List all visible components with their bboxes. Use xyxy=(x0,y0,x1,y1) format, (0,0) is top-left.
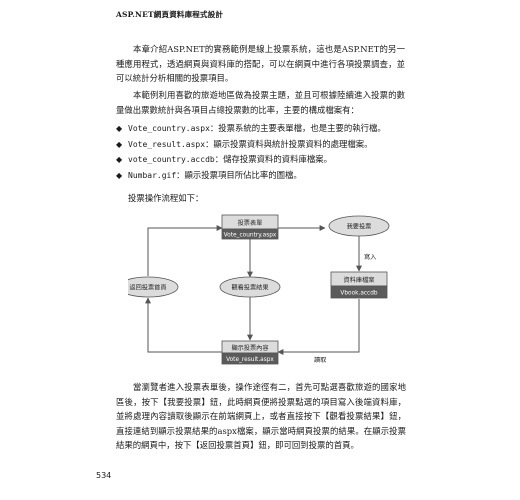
file-name: Vote_result.aspx xyxy=(128,139,206,149)
back-home-label: 返回投票首頁 xyxy=(129,284,166,292)
file-description: ：顯示投票項目所佔比率的圖檔。 xyxy=(176,169,302,180)
database-title: 資料庫檔案 xyxy=(344,276,376,284)
view-result-node: 觀看投票結果 xyxy=(219,276,281,298)
arrow-back-to-form xyxy=(147,225,223,276)
vote-form-file: Vote_country.aspx xyxy=(224,233,277,239)
intro-paragraph: 本章介紹ASP.NET的實務範例是線上投票系統，這也是ASP.NET的另一種應用… xyxy=(116,44,405,83)
files-paragraph: 本範例利用喜歡的旅遊地區做為投票主題，並且可根據陸續進入投票的數量做出票數統計與… xyxy=(116,90,405,115)
page-number: 534 xyxy=(96,471,112,480)
write-label: 寫入 xyxy=(364,253,376,261)
arrow-show-to-back xyxy=(145,297,222,353)
read-label: 讀取 xyxy=(314,356,326,364)
flow-intro: 投票操作流程如下： xyxy=(128,193,204,203)
show-content-file: Vote_result.aspx xyxy=(226,357,274,363)
show-content-box: 顯示投票內容 Vote_result.aspx xyxy=(221,340,279,365)
list-item: ◆ vote_country.accdb：儲存投票資料的資料庫檔案。 xyxy=(116,152,416,168)
diamond-bullet-icon: ◆ xyxy=(116,155,123,164)
show-content-title: 顯示投票內容 xyxy=(231,344,268,352)
list-item: ◆ Vote_country.aspx：投票系統的主要表單檔，也是主要的執行檔。 xyxy=(116,121,416,137)
list-item: ◆ Numbar.gif：顯示投票項目所佔比率的圖檔。 xyxy=(116,168,416,184)
diamond-bullet-icon: ◆ xyxy=(116,139,123,149)
list-item: ◆ Vote_result.aspx：顯示投票資料與統計投票資料的處理檔案。 xyxy=(116,137,416,153)
diamond-bullet-icon: ◆ xyxy=(116,124,123,133)
file-name: Numbar.gif xyxy=(128,170,177,180)
file-description: ：顯示投票資料與統計投票資料的處理檔案。 xyxy=(205,138,373,149)
closing-paragraph: 當瀏覽者進入投票表單後，操作途徑有二，首先可點選喜歡旅遊的國家地區後，按下【我要… xyxy=(116,382,406,451)
view-result-label: 觀看投票結果 xyxy=(231,284,268,292)
file-name: vote_country.accdb xyxy=(128,155,215,164)
file-description: ：投票系統的主要表單檔，也是主要的執行檔。 xyxy=(209,123,386,133)
file-list: ◆Vote_country.aspx：投票系統的主要表單檔，也是主要的執行檔。 … xyxy=(116,121,416,183)
i-vote-label: 我要投票 xyxy=(347,223,372,231)
file-description: ：儲存投票資料的資料庫檔案。 xyxy=(214,154,332,164)
vote-flow-diagram: 投票表單 Vote_country.aspx 我要投票 寫入 資料庫檔案 Vbo… xyxy=(128,214,390,365)
file-name: Vote_country.aspx xyxy=(128,124,210,133)
diamond-bullet-icon: ◆ xyxy=(116,170,123,180)
i-vote-node: 我要投票 xyxy=(328,215,390,237)
running-header: ASP.NET網頁資料庫程式設計 xyxy=(116,10,224,19)
back-home-node: 返回投票首頁 xyxy=(128,276,179,298)
vote-form-title: 投票表單 xyxy=(238,219,263,227)
vote-form-box: 投票表單 Vote_country.aspx xyxy=(221,214,279,240)
database-file: Vbook.accdb xyxy=(340,291,378,297)
arrow-db-to-show xyxy=(277,299,360,355)
flow-connectors xyxy=(145,225,362,355)
database-box: 資料庫檔案 Vbook.accdb xyxy=(330,271,388,299)
